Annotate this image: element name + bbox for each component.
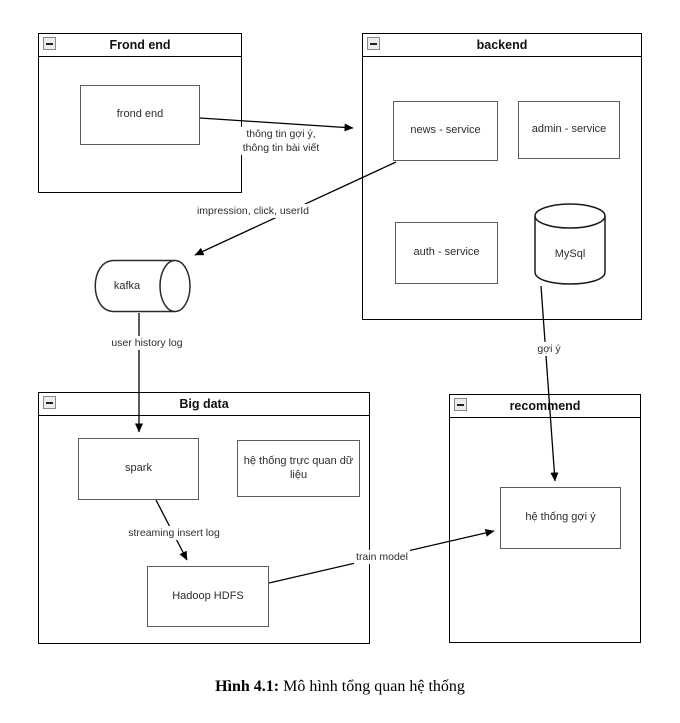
edge-label-impression-click-userid: impression, click, userId xyxy=(194,203,312,219)
edge-label-goi-y: gợi ý xyxy=(535,341,563,357)
package-frontend-titlebar: Frond end xyxy=(39,34,241,57)
node-recommender: hệ thống gợi ý xyxy=(500,487,621,549)
node-mysql-label: MySql xyxy=(554,248,586,260)
node-hadoop-hdfs: Hadoop HDFS xyxy=(147,566,269,627)
node-kafka: kafka xyxy=(82,259,192,313)
edge-label-streaming-insert-log: streaming insert log xyxy=(126,525,222,541)
database-cylinder-icon xyxy=(534,203,606,285)
node-mysql: MySql xyxy=(534,203,606,285)
minus-glyph xyxy=(370,42,377,45)
figure-caption: Hình 4.1: Mô hình tổng quan hệ thống xyxy=(0,678,680,696)
collapse-icon xyxy=(367,37,380,50)
package-backend-title: backend xyxy=(476,38,528,52)
collapse-icon xyxy=(43,396,56,409)
node-frond-end: frond end xyxy=(80,85,200,145)
package-frontend-title: Frond end xyxy=(109,38,171,52)
node-spark: spark xyxy=(78,438,199,500)
minus-glyph xyxy=(46,401,53,404)
figure-caption-text: Mô hình tổng quan hệ thống xyxy=(279,678,465,695)
edge-label-user-history-log: user history log xyxy=(109,335,185,351)
collapse-icon xyxy=(43,37,56,50)
collapse-icon xyxy=(454,398,467,411)
figure-caption-number: Hình 4.1: xyxy=(215,678,280,695)
package-recommend-title: recommend xyxy=(509,399,581,413)
package-bigdata-title: Big data xyxy=(179,397,229,411)
package-recommend-titlebar: recommend xyxy=(450,395,640,418)
node-auth-service: auth - service xyxy=(395,222,498,284)
node-news-service: news - service xyxy=(393,101,498,161)
package-bigdata-titlebar: Big data xyxy=(39,393,369,416)
minus-glyph xyxy=(457,403,464,406)
node-admin-service: admin - service xyxy=(518,101,620,159)
node-visualization: hệ thống trực quan dữ liệu xyxy=(237,440,360,497)
edge-label-train-model: train model xyxy=(354,549,410,565)
minus-glyph xyxy=(46,42,53,45)
edge-label-suggestion-info: thông tin gợi ý, thông tin bài viết xyxy=(240,126,322,156)
node-kafka-label: kafka xyxy=(113,280,141,292)
package-backend-titlebar: backend xyxy=(363,34,641,57)
queue-cylinder-icon xyxy=(94,259,191,313)
